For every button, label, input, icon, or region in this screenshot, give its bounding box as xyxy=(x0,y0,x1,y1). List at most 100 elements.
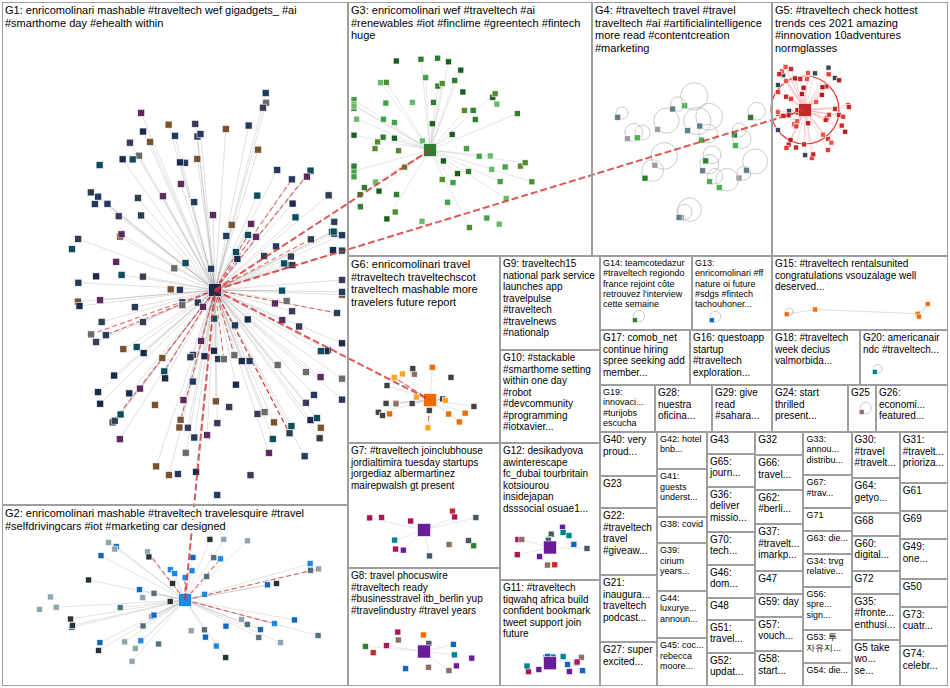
network-vertex xyxy=(115,213,122,220)
label-line: G26: economi... featured... xyxy=(879,387,945,422)
network-link xyxy=(179,290,215,427)
group-network xyxy=(514,524,590,568)
network-vertex xyxy=(303,173,310,180)
network-link xyxy=(120,600,185,608)
group-label: G25 xyxy=(851,387,870,398)
network-vertex xyxy=(317,374,324,381)
group-label: G39: cirium years... xyxy=(660,545,690,576)
network-vertex xyxy=(383,643,389,649)
network-vertex xyxy=(177,180,184,187)
network-vertex xyxy=(793,145,798,150)
network-vertex xyxy=(315,566,321,572)
network-vertex xyxy=(339,232,346,239)
network-vertex xyxy=(197,131,204,138)
network-vertex xyxy=(131,304,138,311)
network-vertex xyxy=(670,106,676,112)
network-vertex xyxy=(800,91,805,96)
network-vertex xyxy=(440,158,446,164)
group-box: G21: inaugura... traveltech podcast... xyxy=(600,575,657,642)
group-box: G32 xyxy=(755,432,803,455)
group-label-area: G21: inaugura... traveltech podcast... xyxy=(601,576,656,624)
network-vertex xyxy=(307,236,314,243)
network-vertex xyxy=(709,318,714,323)
network-vertex xyxy=(274,361,281,368)
group-label: G14: teamcotedazur #traveltech regiondo … xyxy=(603,258,685,309)
network-vertex xyxy=(565,662,571,668)
network-link xyxy=(215,290,306,372)
network-link xyxy=(113,290,215,422)
group-label: G36: deliver missio... xyxy=(710,489,747,523)
group-box: G74: celebr... xyxy=(900,646,948,686)
network-vertex xyxy=(151,590,157,596)
label-line: G37: #travelt... imarkp... xyxy=(758,526,800,561)
group-label: G3: enricomolinari wef #traveltech #ai #… xyxy=(351,4,580,41)
group-box: G48 xyxy=(707,598,755,620)
network-vertex xyxy=(174,470,181,477)
group-label: G33: annou... distribu... xyxy=(806,434,843,465)
network-vertex xyxy=(253,233,260,240)
network-vertex xyxy=(537,554,543,560)
label-line: G14: teamcotedazur #traveltech regiondo … xyxy=(603,258,689,310)
group-label-area: G37: #travelt... imarkp... xyxy=(756,525,802,562)
network-vertex xyxy=(445,59,451,65)
label-line: G43 xyxy=(710,434,752,446)
network-vertex xyxy=(351,174,357,180)
network-vertex xyxy=(560,529,566,535)
network-vertex xyxy=(202,634,208,640)
network-link xyxy=(91,192,215,290)
label-line: G60: digital... xyxy=(855,538,897,561)
network-vertex xyxy=(86,577,92,583)
network-vertex xyxy=(93,338,100,345)
group-label: G28: nuestra oficina... xyxy=(658,387,695,421)
network-vertex xyxy=(69,622,75,628)
network-link xyxy=(121,290,215,414)
group-label-area: G66: travel... xyxy=(756,456,802,481)
network-vertex xyxy=(584,545,590,551)
group-label: G8: travel phocuswire #traveltech ready … xyxy=(351,570,483,616)
network-link xyxy=(143,132,215,290)
group-box: G41: guests underst... xyxy=(657,469,707,517)
network-link xyxy=(430,150,469,228)
group-label-area: G56: spre... sign... xyxy=(804,588,850,621)
network-vertex xyxy=(524,663,530,669)
network-vertex xyxy=(222,126,229,133)
network-vertex xyxy=(743,167,749,173)
network-vertex xyxy=(118,271,125,278)
network-vertex xyxy=(642,175,648,181)
group-box: G7: #traveltech joinclubhouse jordialtim… xyxy=(348,443,500,568)
group-box: G52: updat... xyxy=(707,653,755,686)
network-link xyxy=(354,106,430,150)
group-box: G69 xyxy=(900,511,948,539)
network-vertex xyxy=(151,401,158,408)
network-vertex xyxy=(171,265,178,272)
network-vertex xyxy=(448,374,454,380)
group-label: G50 xyxy=(903,581,922,592)
network-vertex xyxy=(270,419,277,426)
network-vertex xyxy=(408,518,414,524)
network-vertex xyxy=(339,276,346,283)
network-link xyxy=(138,198,215,290)
network-vertex xyxy=(383,79,389,85)
label-line: G59: day xyxy=(758,596,800,608)
group-label: G40: very proud... xyxy=(603,434,646,457)
network-vertex xyxy=(700,168,706,174)
network-vertex xyxy=(732,143,738,149)
group-label-area: G49: one... xyxy=(901,540,947,565)
network-vertex xyxy=(274,166,281,173)
network-vertex xyxy=(450,180,456,186)
network-vertex xyxy=(384,216,390,222)
group-box: G35: #fronte... enthusi... xyxy=(852,594,900,640)
label-line: G62: #berli... xyxy=(758,492,800,515)
network-link xyxy=(109,542,185,600)
label-line: G54: die... xyxy=(806,665,848,675)
network-vertex xyxy=(484,215,490,221)
group-box: G37: #travelt... imarkp... xyxy=(755,524,803,570)
network-vertex xyxy=(162,375,169,382)
network-vertex xyxy=(204,573,210,579)
group-label: G53: 투 자유지... xyxy=(806,632,841,652)
network-vertex xyxy=(819,92,824,97)
network-link xyxy=(185,583,277,600)
label-line: G73: cuatr... xyxy=(903,609,945,632)
group-label-area: G30: #travel #travelt... xyxy=(853,433,899,470)
